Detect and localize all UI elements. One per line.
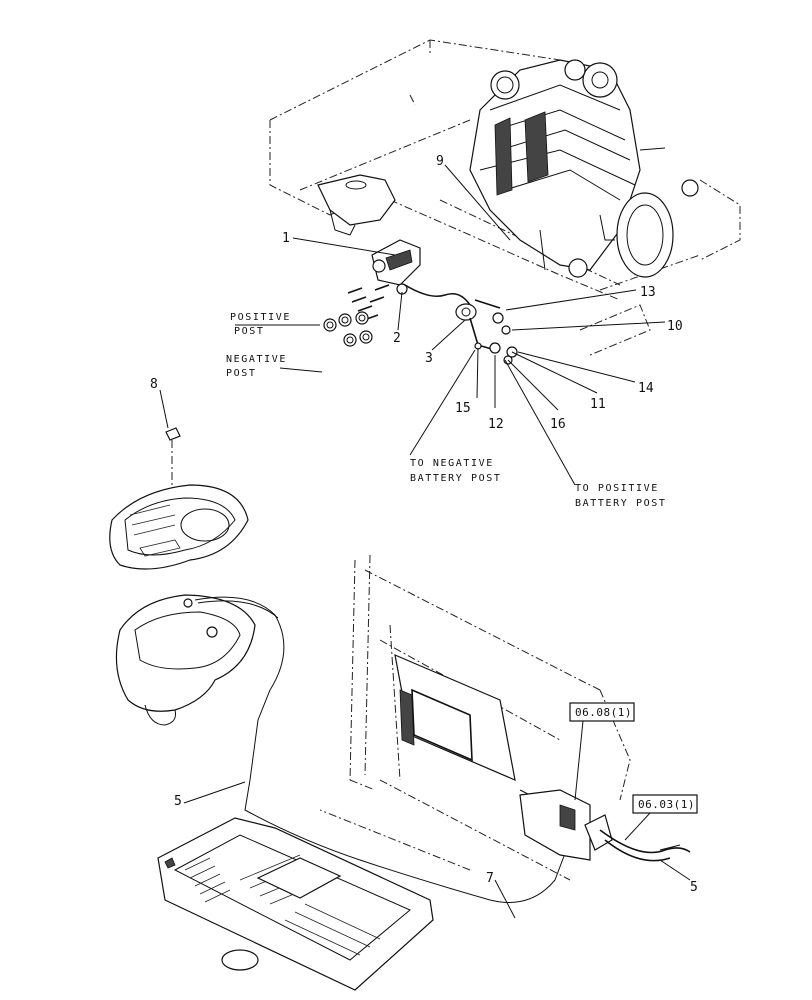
reference-label-b: 06.03(1)	[638, 798, 695, 811]
callout-7: 7	[486, 871, 494, 886]
callout-14: 14	[638, 381, 654, 396]
reference-box-a: 06.08(1)	[569, 702, 635, 801]
callout-3: 3	[425, 351, 433, 366]
note-to-negative-line2: BATTERY POST	[410, 473, 501, 484]
engine-block	[469, 59, 699, 278]
bolt-set	[347, 284, 390, 321]
dash-harness	[194, 596, 571, 903]
callout-9: 9	[436, 154, 444, 169]
note-positive-post-line2: POST	[234, 326, 264, 337]
callouts: 1 2 3 5 5 7 8 9 10 11 12 13 14 15 16	[150, 154, 698, 895]
callout-12: 12	[488, 417, 504, 432]
callout-15: 15	[455, 401, 471, 416]
floor-mat	[157, 817, 434, 991]
callout-11: 11	[590, 397, 606, 412]
note-negative-post-line2: POST	[226, 368, 256, 379]
instrument-panel-base	[115, 594, 256, 726]
leader-lines	[159, 164, 691, 919]
battery-switch-bracket	[371, 239, 421, 295]
relay-block	[519, 789, 613, 861]
cab-harness-right	[599, 829, 691, 862]
callout-10: 10	[667, 319, 683, 334]
nut-washer-set	[323, 311, 373, 347]
note-to-positive-line2: BATTERY POST	[575, 498, 666, 509]
battery-box	[317, 174, 396, 236]
bulb-part	[165, 427, 181, 490]
fuse-panel	[394, 654, 601, 831]
reference-box-b: 06.03(1)	[624, 794, 698, 841]
note-to-negative-line1: TO NEGATIVE	[410, 458, 494, 469]
note-negative-post-line1: NEGATIVE	[226, 354, 287, 365]
callout-1: 1	[282, 231, 290, 246]
annotation-notes: POSITIVE POST NEGATIVE POST TO NEGATIVE …	[226, 312, 666, 509]
callout-13: 13	[640, 285, 656, 300]
battery-cable-harness	[404, 284, 518, 365]
callout-2: 2	[393, 331, 401, 346]
note-positive-post-line1: POSITIVE	[230, 312, 291, 323]
note-to-positive-line1: TO POSITIVE	[575, 483, 659, 494]
reference-label-a: 06.08(1)	[575, 706, 632, 719]
callout-8: 8	[150, 377, 158, 392]
callout-5a: 5	[174, 794, 182, 809]
callout-5b: 5	[690, 880, 698, 895]
instrument-panel-cover	[109, 484, 249, 570]
callout-16: 16	[550, 417, 566, 432]
